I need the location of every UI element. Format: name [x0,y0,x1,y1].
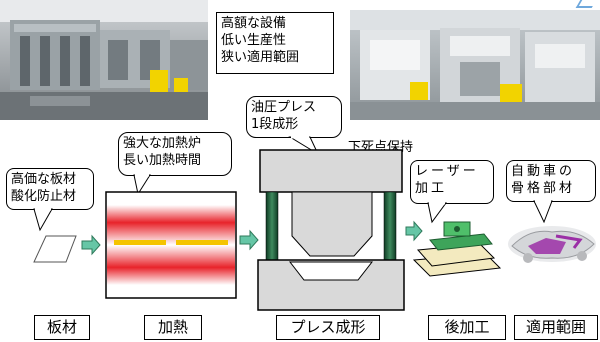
laser-callout-pointer [427,202,447,224]
callout-line: 強大な加熱炉 [123,136,202,151]
auto-callout-pointer [533,200,553,224]
callout-line: 狭い適用範囲 [221,50,300,65]
callout-line: 自動車の [511,164,576,179]
factory-photo-right [350,10,600,120]
callout-line: レーザー [415,164,479,179]
stage-label-post-processing: 後加工 [428,315,506,340]
callout-line: 高価な板材 [11,172,77,187]
stage-label-application: 適用範囲 [514,315,598,340]
top-left-callout: 高額な設備 低い生産性 狭い適用範囲 [216,12,334,74]
flow-arrow-icon [405,220,423,242]
laser-callout: レーザー 加工 [410,160,494,204]
callout-line: 酸化防止材 [11,189,77,204]
flow-arrow-icon [81,234,101,256]
press-callout: 油圧プレス 1段成形 [246,96,342,138]
callout-line: 1段成形 [251,117,299,132]
callout-line: 骨格部材 [511,181,576,196]
factory-photo-left [0,0,208,120]
sheet-material-icon [33,235,77,263]
furnace-callout: 強大な加熱炉 長い加熱時間 [118,132,232,176]
callout-line: 加工 [415,181,448,196]
stage-label-material: 板材 [34,315,90,340]
auto-callout: 自動車の 骨格部材 [506,160,596,202]
laser-part-icon [412,221,502,277]
callout-line: 長い加熱時間 [123,153,202,168]
car-frame-icon [508,226,596,263]
stage-label-pressing: プレス成形 [276,315,380,340]
furnace-callout-pointer [133,174,151,196]
flow-arrow-icon [239,229,259,251]
material-callout: 高価な板材 酸化防止材 [6,168,94,210]
press-icon [257,149,405,311]
callout-line: 高額な設備 [221,16,287,31]
callout-line: 低い生産性 [221,33,287,48]
furnace-icon [105,191,237,299]
stage-label-heating: 加熱 [144,315,202,340]
callout-line: 油圧プレス [251,100,317,115]
material-callout-pointer [33,208,53,232]
